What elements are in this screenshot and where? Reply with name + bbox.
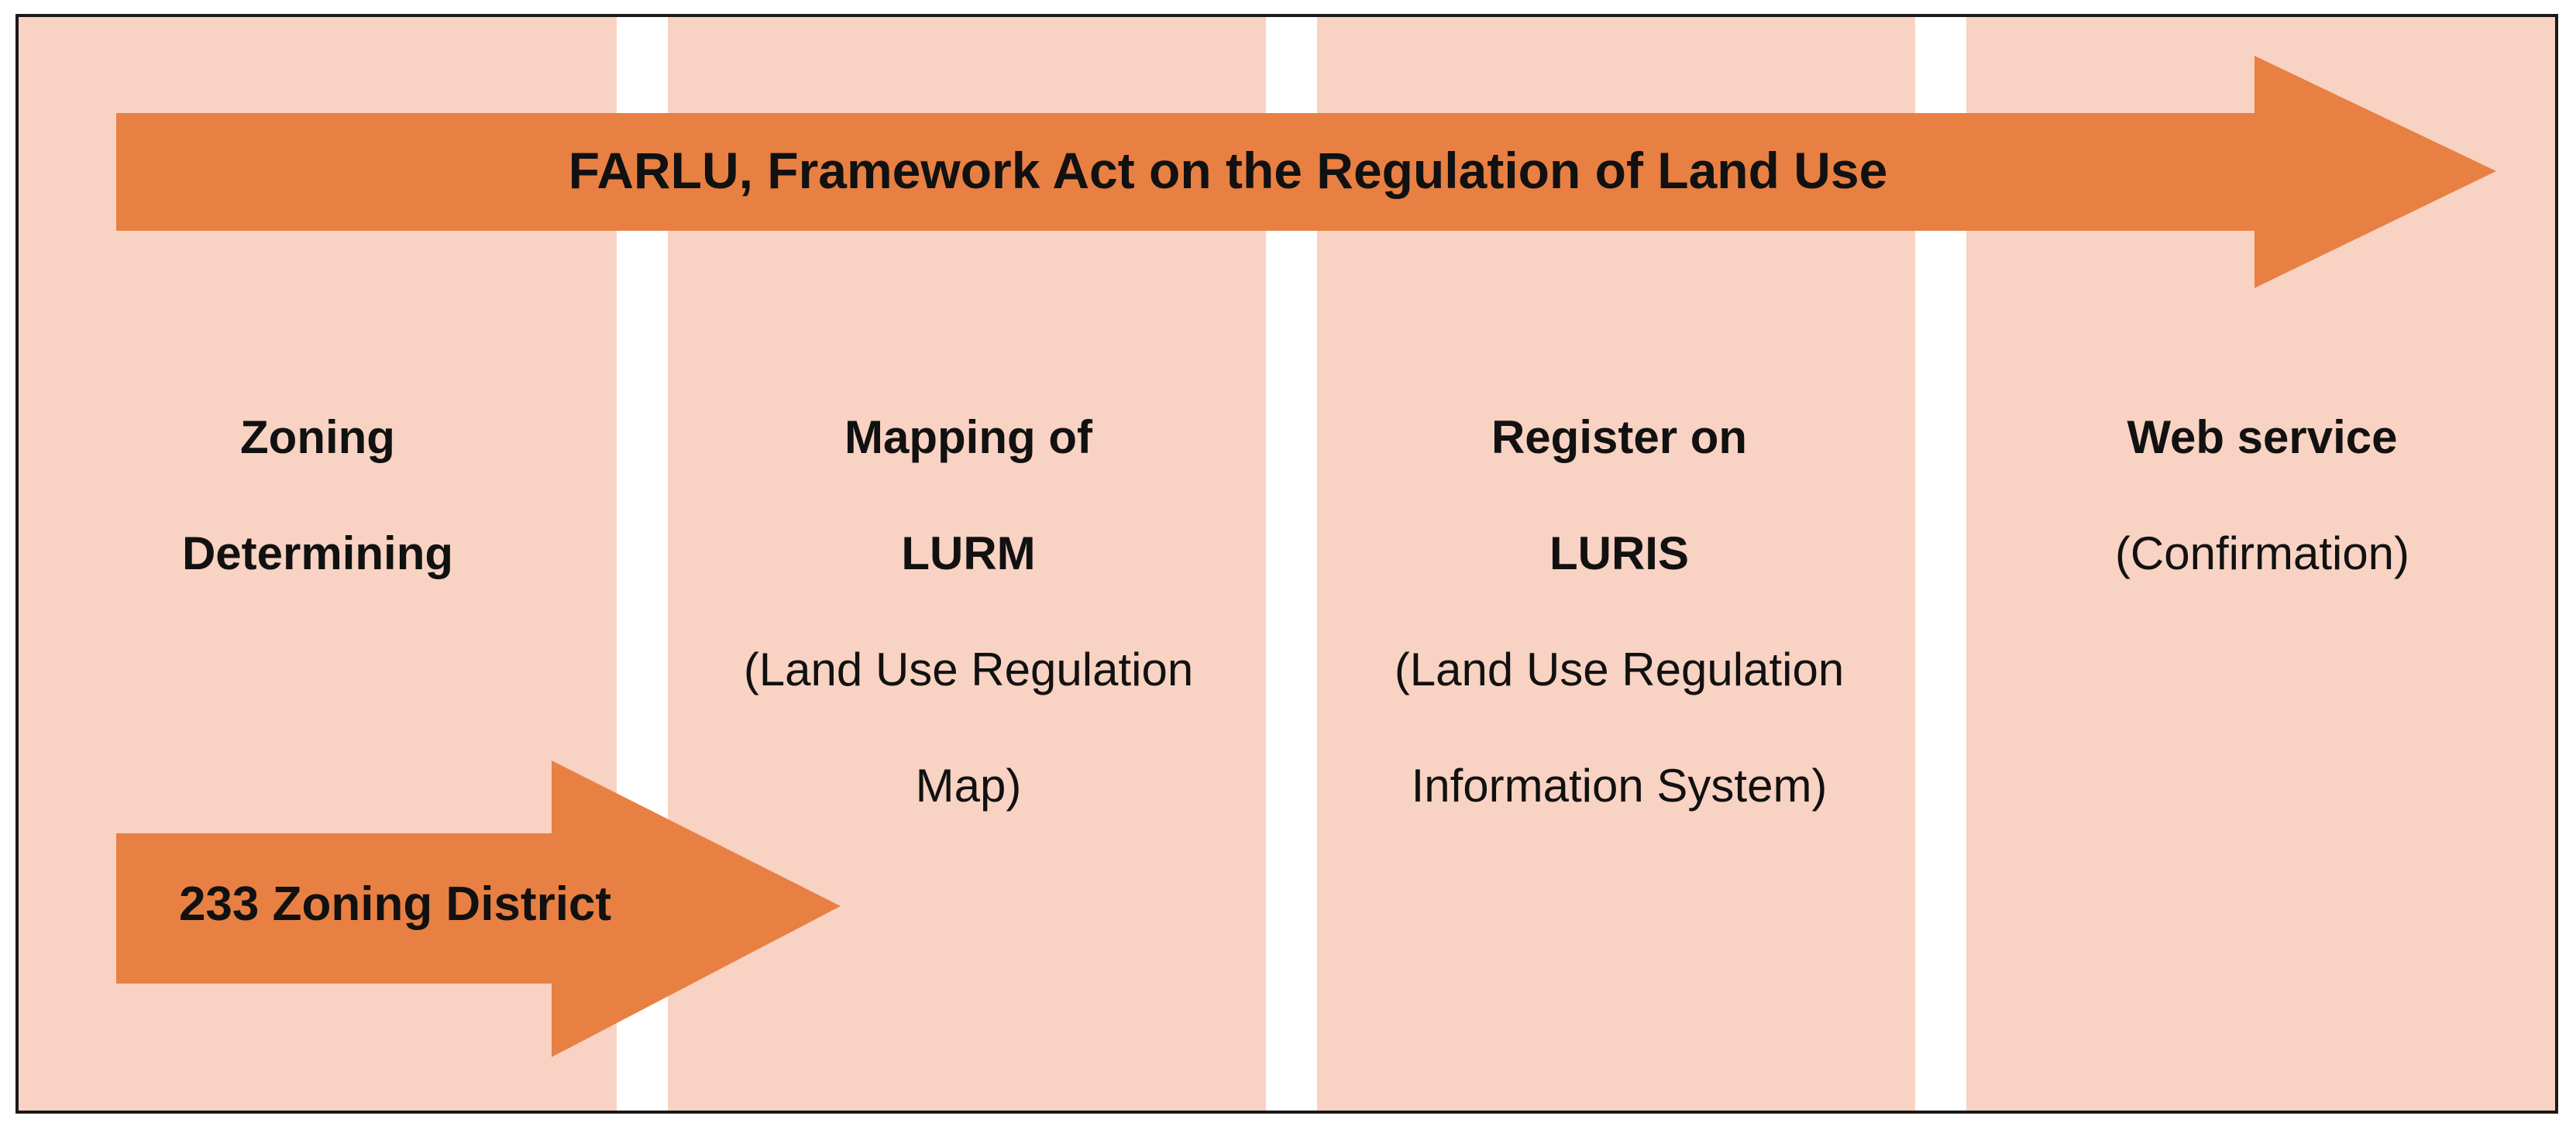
step-description-line: Map) xyxy=(915,760,1022,812)
step-title-line: Determining xyxy=(181,527,454,579)
step-register-luris: Register on LURIS (Land Use Regulation I… xyxy=(1348,379,1890,844)
step-title-line: LURIS xyxy=(1549,527,1689,579)
step-mapping-lurm: Mapping of LURM (Land Use Regulation Map… xyxy=(697,379,1240,844)
step-description-line: (Land Use Regulation xyxy=(1394,644,1845,695)
main-arrow-label: FARLU, Framework Act on the Regulation o… xyxy=(568,142,1888,199)
step-title-line: Mapping of xyxy=(844,411,1092,463)
step-title-line: Register on xyxy=(1491,411,1748,463)
sub-arrow xyxy=(116,760,841,1057)
step-title-line: LURM xyxy=(901,527,1036,579)
step-title-line: Zoning xyxy=(240,411,395,463)
step-title-line: Web service xyxy=(2127,411,2398,463)
step-web-service: Web service (Confirmation) xyxy=(2014,379,2510,612)
sub-arrow-label: 233 Zoning District xyxy=(178,877,612,931)
step-description-line: (Confirmation) xyxy=(2114,527,2410,579)
main-arrow xyxy=(116,56,2496,288)
step-description-line: Information System) xyxy=(1411,760,1828,812)
step-description-line: (Land Use Regulation xyxy=(743,644,1194,695)
step-zoning-determining: Zoning Determining xyxy=(116,379,519,612)
